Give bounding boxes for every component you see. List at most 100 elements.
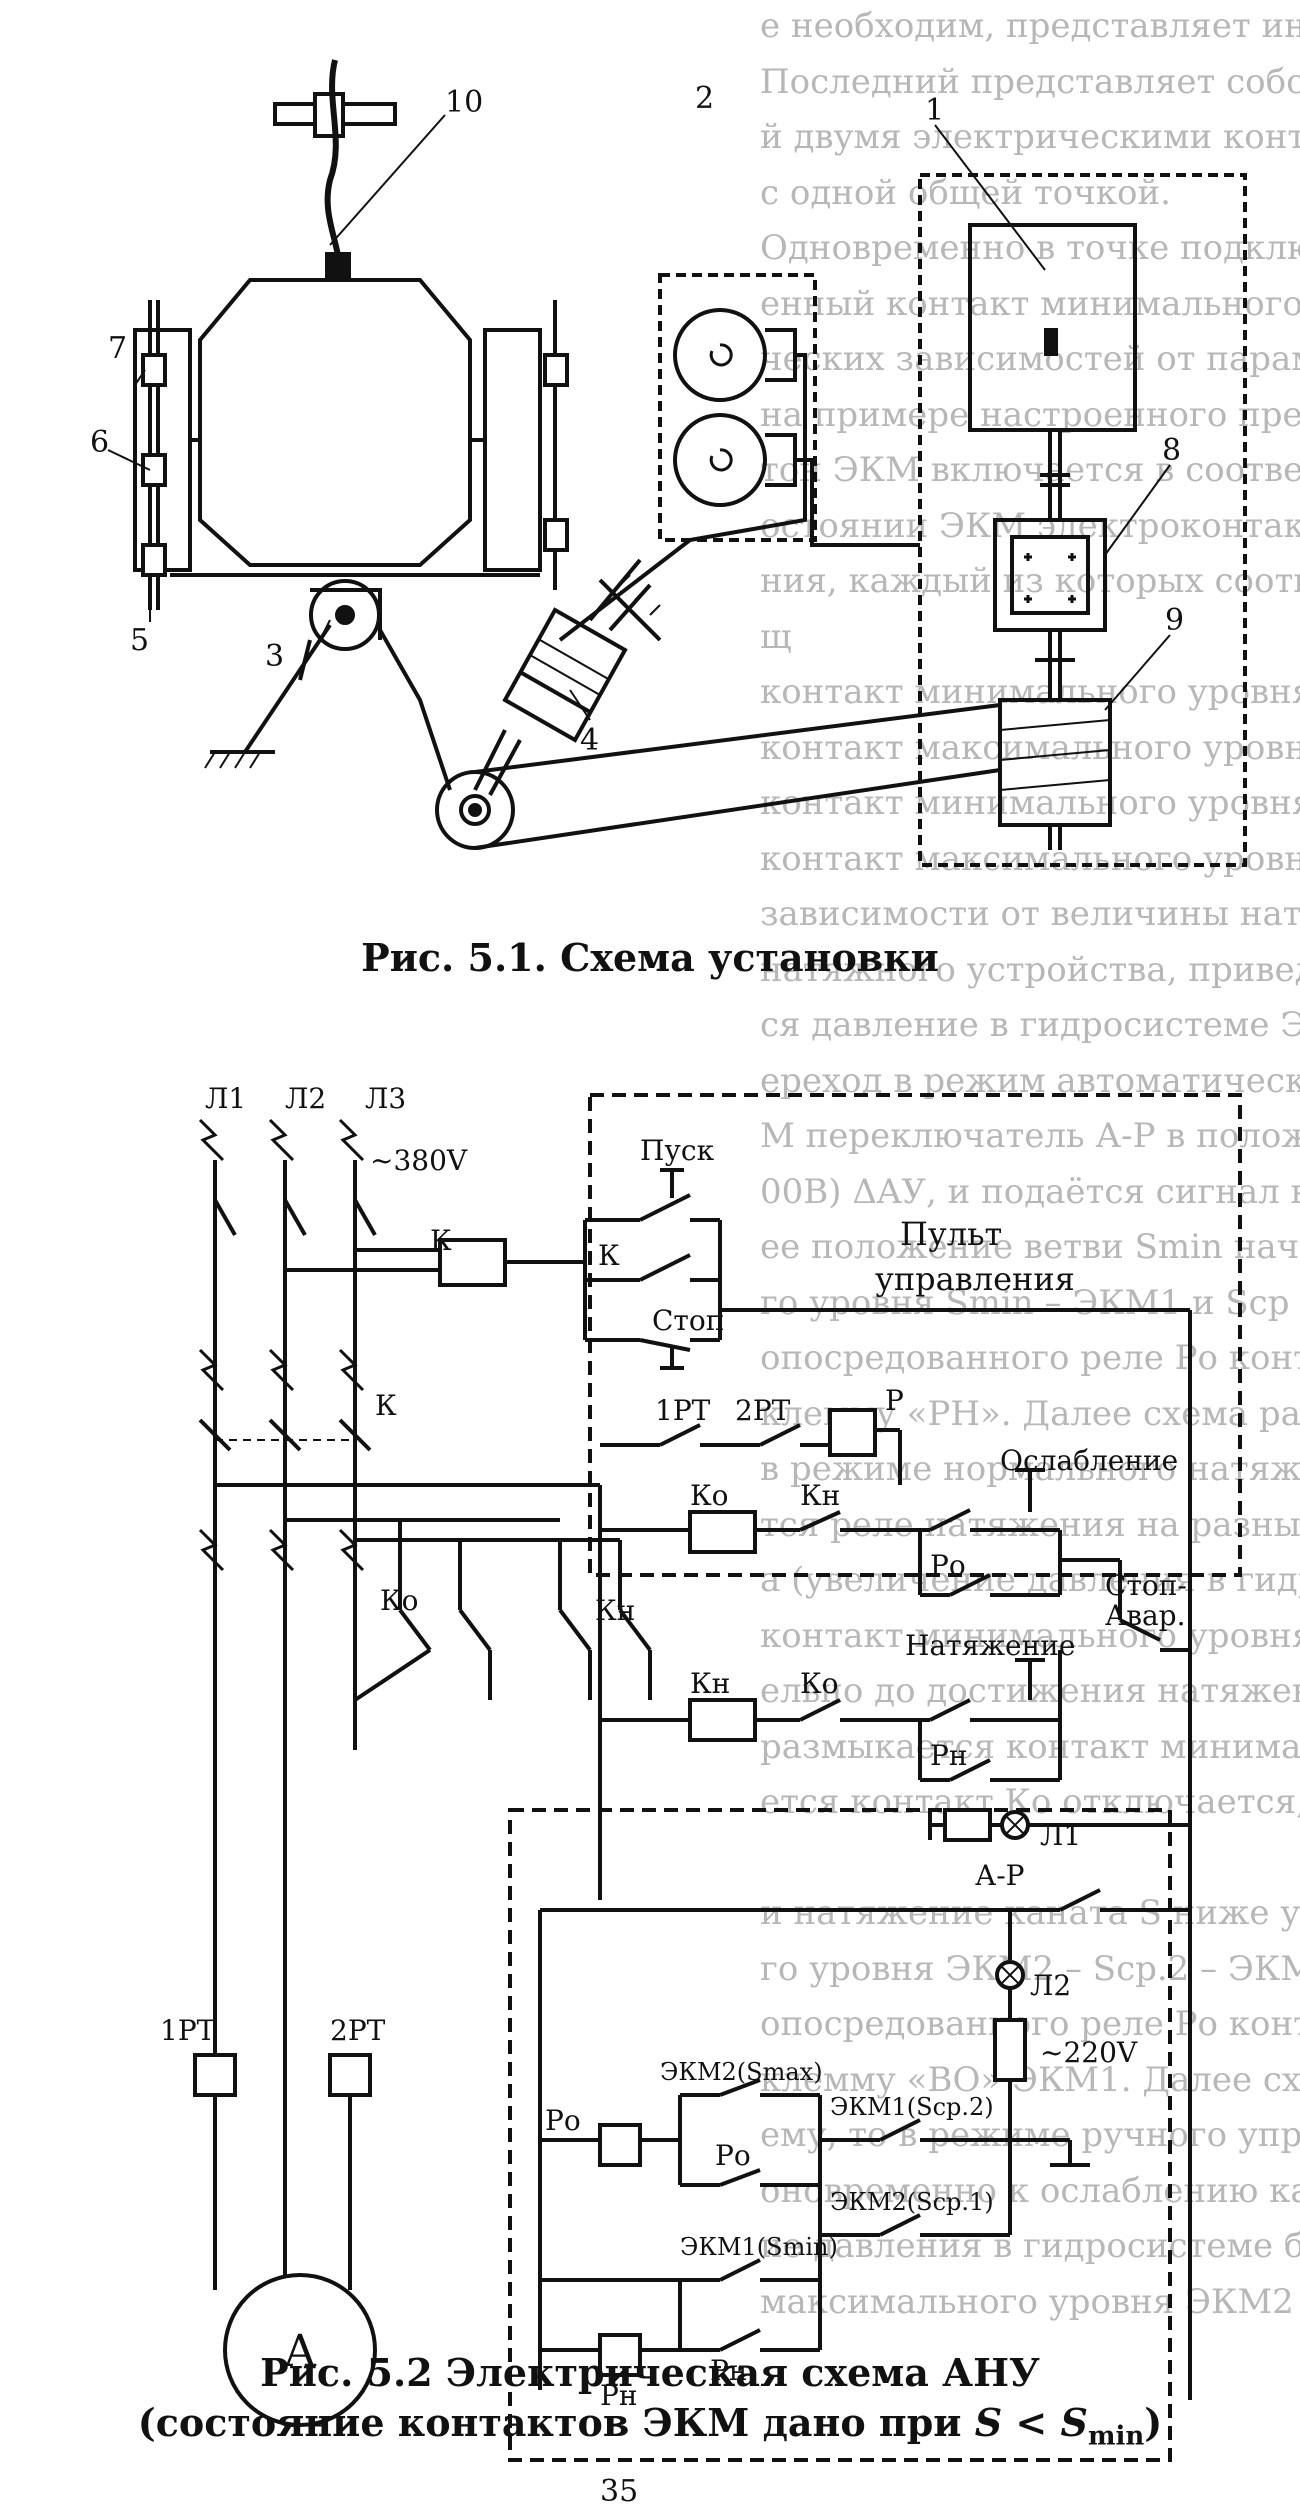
background-text-line: го уровня Smin – ЭКМ1 и Sср – ЭКМ2 замкн…: [760, 1282, 1300, 1323]
background-text-line: с одной общей точкой.: [760, 172, 1171, 213]
background-text-line: тон ЭКМ включается в соответствии с лабо…: [760, 450, 1300, 490]
background-text-line: размыкается контакт минимального уровня …: [760, 1726, 1300, 1767]
emergency-label-2: Авар.: [1105, 1599, 1186, 1632]
figure-5-1-caption: Рис. 5.1. Схема установки: [361, 935, 939, 980]
coil-kn: [688, 1698, 757, 1742]
phase-l2: Л2: [285, 1082, 326, 1115]
coil-ko: [688, 1510, 757, 1554]
background-text-line: ее положение ветви Smin начнут замыкатьс…: [760, 1227, 1300, 1267]
background-text-line: зависимости от величины натяжения каната…: [760, 894, 1300, 934]
lamp-l1-label: Л1: [1040, 1819, 1081, 1852]
ekm1-min-label: ЭКМ1(Smin): [680, 2233, 838, 2261]
caption-lt: <: [1002, 2400, 1061, 2445]
label-5: 5: [130, 623, 149, 658]
background-text-line: и натяжение каната S ниже уровня, замыка…: [760, 1893, 1300, 1933]
stop-button-label: Стоп: [652, 1304, 724, 1337]
gauge-top: [673, 308, 767, 402]
gauge-panel-2: [658, 273, 817, 542]
kn-ko-contact-label: Ко: [800, 1667, 839, 1700]
background-text-line: го уровня ЭКМ2 – Sср.2 – ЭКМ. Включается…: [760, 1948, 1300, 1989]
background-text-line: ется контакт Ко отключается, двигатель о…: [760, 1782, 1300, 1822]
tension-label: Натяжение: [905, 1629, 1076, 1662]
k-contacts-label: К: [375, 1389, 397, 1422]
background-text-line: е необходим, представляет интерес уровен…: [760, 6, 1300, 46]
background-text-line: контакт максимального уровня ЭКМ2: [760, 727, 1300, 768]
po-contact-label: Ро: [930, 1549, 966, 1582]
resistor: [943, 1808, 992, 1842]
coil-ko-label: Ко: [690, 1479, 729, 1512]
thermal-relay-1rt: [193, 2053, 237, 2097]
relay-2rt-label: 2РТ: [735, 1394, 791, 1427]
figure-5-2-caption-line2: (состояние контактов ЭКМ дано при S < Sm…: [0, 2400, 1300, 2452]
pn-contact-label: Рн: [930, 1739, 968, 1772]
background-text-line: на примере настроенного преобразователя.…: [760, 394, 1300, 435]
background-text-line: максимального уровня ЭКМ2 – Sср.2. Реле …: [760, 2281, 1300, 2322]
ekm1-sr2-label: ЭКМ1(Sср.2): [830, 2093, 994, 2121]
label-6: 6: [90, 425, 109, 460]
background-text-line: клемму «ВО» ЭКМ1. Далее схема работает а…: [760, 2059, 1300, 2100]
ko-kn-contact-label: Кн: [800, 1479, 840, 1512]
fuse-220: [993, 2018, 1027, 2082]
motor-label: А: [283, 2326, 316, 2377]
thermal-2rt-label: 2РТ: [330, 2014, 386, 2047]
coil-kn-label: Кн: [690, 1667, 730, 1700]
caption-smin-s: S: [1060, 2400, 1088, 2445]
label-3: 3: [265, 639, 284, 674]
background-text-line: контакт минимального уровня ЭКМ1: [760, 783, 1300, 823]
label-1: 1: [925, 93, 944, 128]
label-9: 9: [1165, 603, 1184, 638]
background-text-line: опосредованного реле Ро контактором Ко и…: [760, 1338, 1300, 1378]
background-text-line: ческих зависимостей от параметров работы…: [760, 339, 1300, 379]
background-text-line: 00B) ΔAУ, и подаётся сигнал на реле Р2: [760, 1171, 1300, 1212]
emergency-label-1: Стоп-: [1105, 1569, 1187, 1602]
figure-5-1-installation-diagram: 10 2 1 7 6 8 5 3 4 9: [90, 59, 1247, 867]
relay-pn-label: Рн: [600, 2379, 638, 2412]
motor-symbol: [223, 2273, 377, 2427]
background-text-line: М переключатель А-Р в положение «А». При…: [760, 1116, 1300, 1156]
thermal-relay-2rt: [328, 2053, 372, 2097]
ekm2-max-label: ЭКМ2(Smax): [660, 2058, 823, 2086]
relay-p-coil: [828, 1408, 877, 1457]
background-text-line: оновременно к ослаблению каната. По мере…: [760, 2170, 1300, 2211]
rope: [324, 59, 343, 281]
background-text-line: натяжного устройства, приведённым через …: [760, 949, 1300, 990]
background-text-line: Одновременно в точке подключается кольце…: [760, 228, 1300, 268]
figure-5-2-caption-line1: Рис. 5.2 Электрическая схема АНУ: [260, 2350, 1040, 2395]
hydraulic-cylinder-4: [473, 558, 652, 796]
relay-pn: [598, 2333, 642, 2377]
background-text-line: ния, каждый из которых соответствует опр…: [760, 561, 1300, 601]
loosen-label: Ослабление: [1000, 1444, 1178, 1477]
panel-title-2: управления: [875, 1260, 1075, 1298]
background-text-line: контакт максимального уровня ЭКМ2: [760, 838, 1300, 879]
background-text-line: контакт минимального уровня ЭК1 – Smin. …: [760, 1615, 1300, 1656]
motor-1: [968, 223, 1137, 432]
label-2: 2: [695, 81, 714, 116]
caption-suffix: ): [1144, 2400, 1163, 2445]
contactor-k-coil-label: К: [430, 1224, 452, 1257]
lamp-l2-label: Л2: [1030, 1969, 1071, 2002]
voltage-380: ~380V: [370, 1144, 468, 1177]
relay-po-label: Ро: [545, 2104, 581, 2137]
relay-po: [598, 2123, 642, 2167]
background-text-line: щ: [760, 616, 792, 657]
background-text-line: й двумя электрическими контактами, соеди…: [760, 117, 1300, 157]
control-panel-box: [588, 1093, 1242, 1577]
page-number: 35: [600, 2474, 639, 2509]
phase-l3: Л3: [365, 1082, 406, 1115]
ekm-box: [508, 1808, 1172, 2462]
top-clamp-center: [313, 92, 345, 138]
caption-s: S: [974, 2400, 1003, 2445]
background-text-line: ие давления в гидросистеме блока ЭКМ) сн…: [760, 2226, 1300, 2266]
po-contact2-label: Ро: [715, 2139, 751, 2172]
drum-9: [998, 698, 1112, 827]
start-button-label: Пуск: [640, 1134, 715, 1167]
phase-l1: Л1: [205, 1082, 246, 1115]
k-latch-label: К: [598, 1239, 620, 1272]
gauge-bottom: [673, 413, 767, 507]
background-text-line: енный контакт минимального и максимально…: [760, 283, 1300, 324]
switch-ap-label: А-Р: [975, 1859, 1025, 1892]
label-8: 8: [1162, 433, 1181, 468]
ekm2-sr1-label: ЭКМ2(Sср.1): [830, 2188, 994, 2216]
background-text-line: ся давление в гидросистеме ЭКМ: [760, 1005, 1300, 1045]
ko-contacts-label: Ко: [380, 1584, 419, 1617]
